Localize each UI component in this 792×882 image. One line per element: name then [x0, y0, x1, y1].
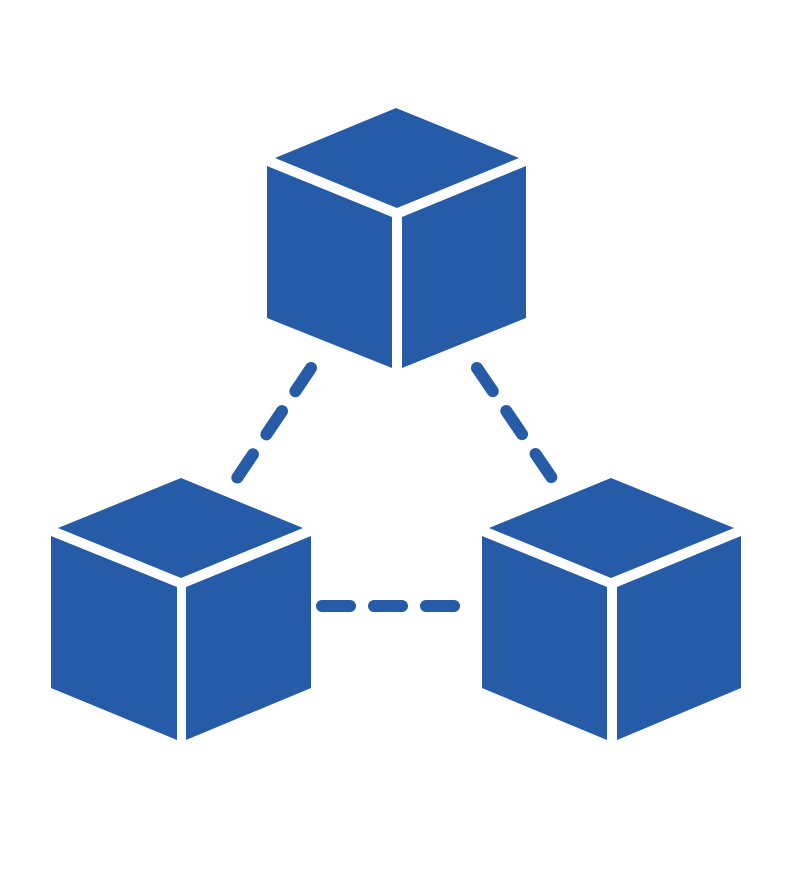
cube-left-top-face	[58, 478, 303, 578]
cube-left-left-face	[51, 536, 177, 740]
cube-top-right-face	[402, 166, 526, 368]
cube-top-left-face	[267, 166, 392, 368]
connector-top-right	[471, 362, 562, 490]
cube-left	[51, 478, 311, 740]
cube-top-top-face	[275, 108, 519, 208]
cube-left-right-face	[186, 536, 311, 740]
cube-right-top-face	[489, 478, 734, 578]
connector-top-left	[227, 362, 317, 490]
cube-right	[482, 478, 741, 740]
cube-top	[267, 108, 526, 368]
cube-right-left-face	[482, 536, 607, 740]
connectors	[227, 362, 562, 612]
cube-right-right-face	[617, 536, 741, 740]
